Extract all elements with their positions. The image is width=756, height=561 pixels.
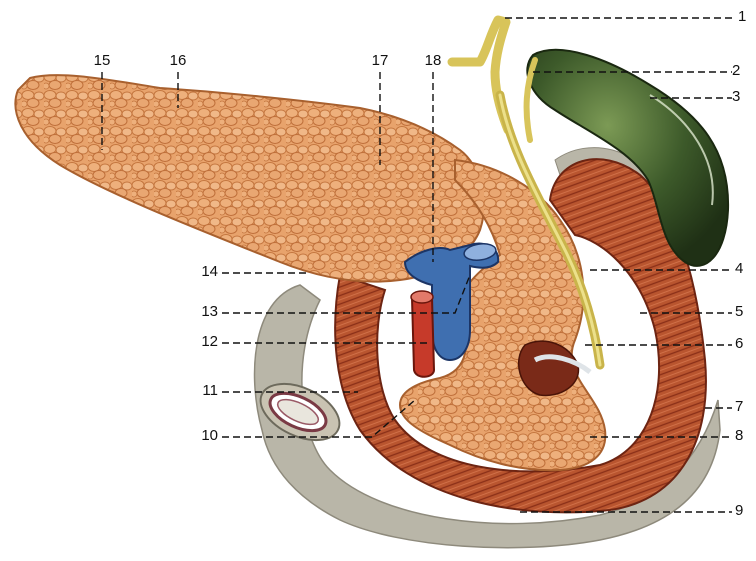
label-2: 2 [732,62,741,79]
label-9: 9 [735,502,744,519]
label-4: 4 [735,260,744,277]
superior-mesenteric-artery [410,291,436,378]
label-15: 15 [93,52,111,69]
pancreas-body-tail [14,74,485,283]
label-8: 8 [735,427,744,444]
label-14: 14 [201,263,218,280]
leader-13 [222,274,471,314]
label-1: 1 [738,8,747,25]
duodenum [334,158,707,514]
label-3: 3 [732,88,741,105]
cystic-duct [523,57,538,143]
label-6: 6 [735,335,744,352]
peritoneum-fold [253,284,721,549]
gallbladder [526,48,730,267]
label-16: 16 [169,52,187,69]
label-17: 17 [371,52,389,69]
label-11: 11 [202,382,218,399]
leader-10 [222,399,416,438]
label-13: 13 [201,303,218,320]
label-10: 10 [201,427,218,444]
label-12: 12 [201,333,218,350]
label-18: 18 [424,52,442,69]
major-duodenal-papilla [517,340,580,397]
label-7: 7 [735,398,744,415]
label-5: 5 [735,303,744,320]
